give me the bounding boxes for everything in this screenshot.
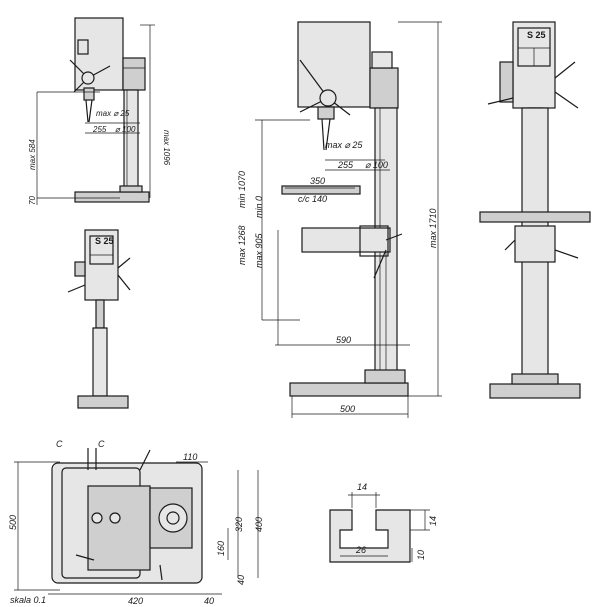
plan-c-left: C xyxy=(56,439,63,449)
scale-label: skala 0.1 xyxy=(10,595,46,605)
plan-500: 500 xyxy=(8,515,18,530)
small-front-view: S 25 xyxy=(67,229,131,409)
front-view: S 25 xyxy=(479,21,591,399)
main-table-slot: c/c 140 xyxy=(298,194,327,204)
side-max-stroke: max ⌀ 25 xyxy=(96,109,130,118)
plan-420: 420 xyxy=(128,596,143,606)
side-throat-dim: 255 xyxy=(92,125,107,134)
plan-160: 160 xyxy=(216,541,226,556)
plan-400: 400 xyxy=(254,517,264,532)
plan-40-vertical: 40 xyxy=(236,575,246,585)
slot-14-right: 14 xyxy=(428,516,438,526)
small-model-label: S 25 xyxy=(95,236,114,246)
plan-40-horizontal: 40 xyxy=(204,596,214,606)
main-350: 350 xyxy=(310,176,325,186)
side-70: 70 xyxy=(28,196,37,205)
slot-26: 26 xyxy=(355,545,366,555)
main-max1710: max 1710 xyxy=(428,208,438,248)
plan-320: 320 xyxy=(234,517,244,532)
main-column-dia: ⌀ 100 xyxy=(365,160,388,170)
side-max-height: max 1096 xyxy=(162,130,171,166)
front-model-label: S 25 xyxy=(527,30,546,40)
slot-14-top: 14 xyxy=(357,482,367,492)
plan-view: C C 500 110 320 400 160 40 420 40 skala … xyxy=(8,439,264,606)
plan-110: 110 xyxy=(183,452,197,462)
main-max905: max 905 xyxy=(254,232,264,268)
tslot-detail: 14 14 26 10 xyxy=(329,482,438,563)
main-max-stroke: max ⌀ 25 xyxy=(325,140,363,150)
main-590: 590 xyxy=(336,335,351,345)
main-view: max ⌀ 25 255 ⌀ 100 350 c/c 140 max 1268 … xyxy=(237,21,442,418)
main-max1268: max 1268 xyxy=(237,225,247,265)
main-min0: min 0 xyxy=(254,196,264,218)
plan-c-right: C xyxy=(98,439,105,449)
side-column-dia: ⌀ 100 xyxy=(115,125,136,134)
main-min1070: min 1070 xyxy=(237,171,247,208)
slot-10: 10 xyxy=(416,550,426,560)
side-max-584: max 584 xyxy=(28,139,37,170)
side-view: max ⌀ 25 255 ⌀ 100 max 1096 max 584 70 xyxy=(28,17,171,205)
main-500: 500 xyxy=(340,404,355,414)
main-throat-dim: 255 xyxy=(337,160,354,170)
